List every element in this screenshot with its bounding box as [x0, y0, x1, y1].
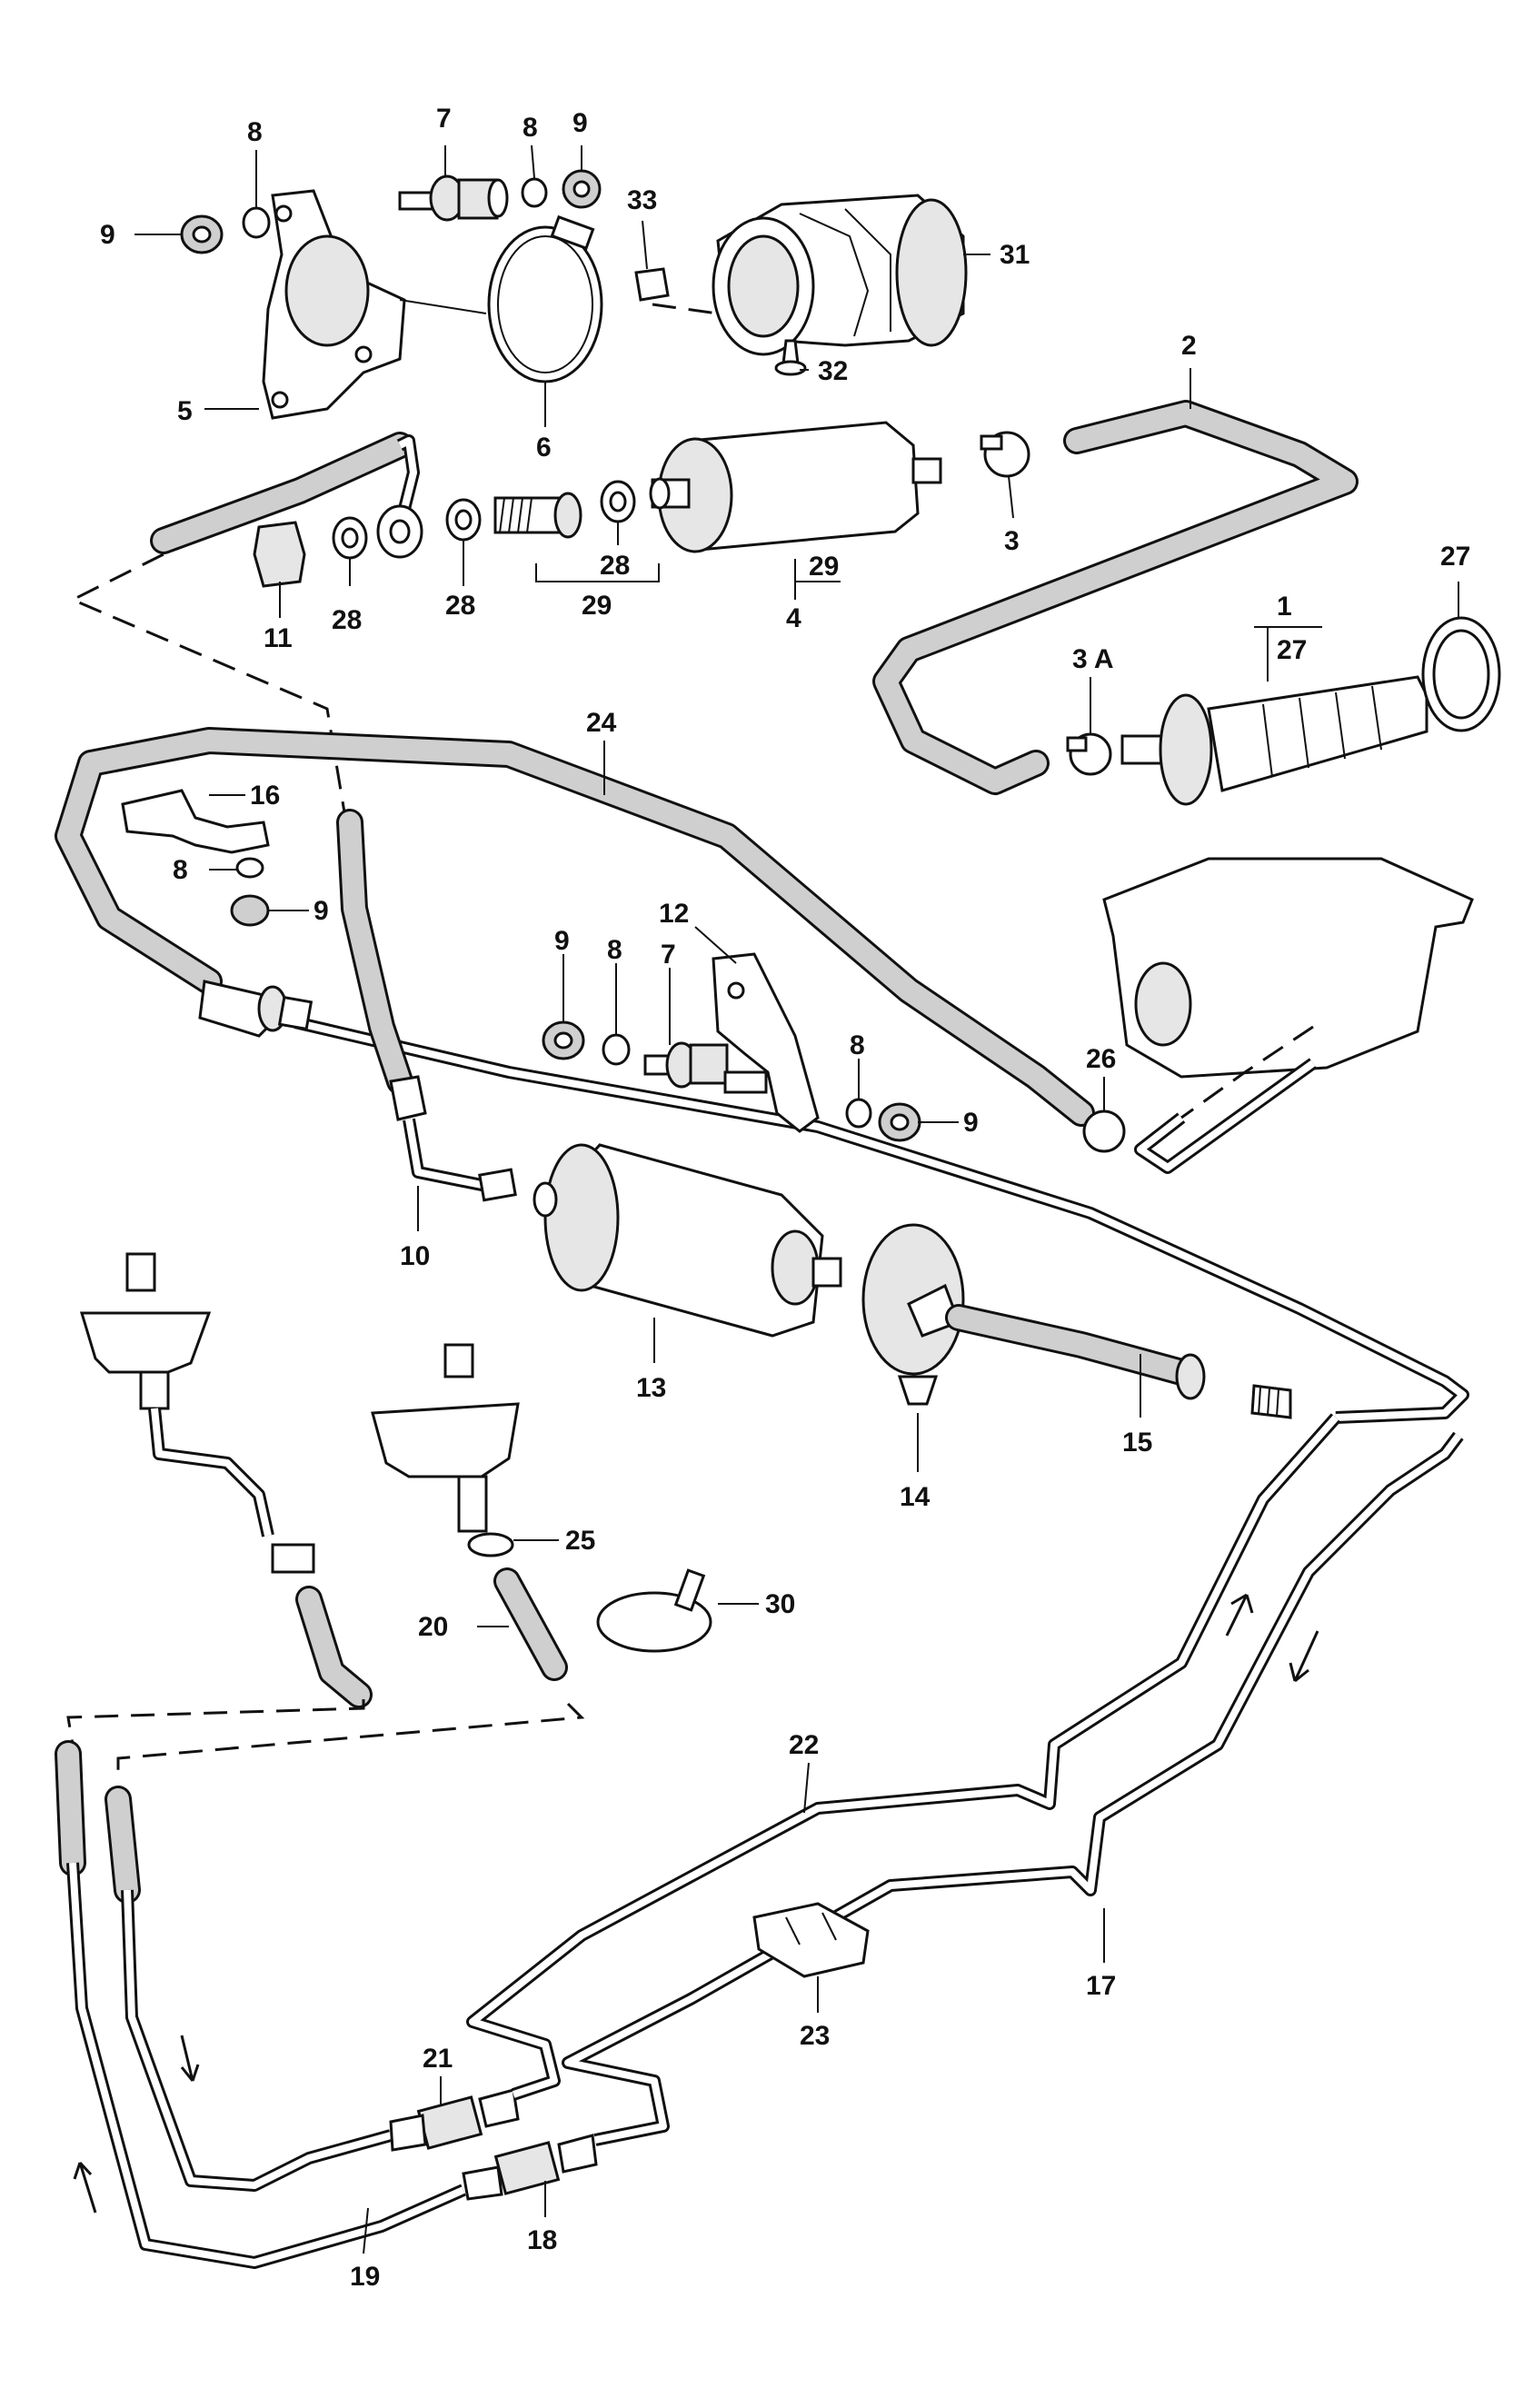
- callout-5: 5: [177, 396, 193, 426]
- screw-32: [781, 339, 800, 365]
- callout-2: 2: [1181, 331, 1197, 361]
- callout-3: 3: [1004, 526, 1020, 556]
- flow-arrow-3: [180, 2035, 200, 2082]
- return-hose-24: [55, 727, 1095, 1127]
- strainer-1: [1120, 675, 1428, 806]
- bracket-12: [712, 952, 820, 1133]
- callout-26: 26: [1086, 1044, 1116, 1074]
- callout-9: 9: [100, 220, 115, 250]
- callout-18: 18: [527, 2225, 557, 2255]
- washer-8-mid: [602, 1033, 631, 1066]
- callout-7: 7: [436, 104, 452, 134]
- pump-holder-31: [712, 194, 968, 356]
- callout-16: 16: [250, 781, 280, 811]
- callout-9: 9: [554, 926, 570, 956]
- callout-27: 27: [1440, 542, 1470, 572]
- callout-9: 9: [963, 1108, 979, 1138]
- callout-9: 9: [314, 896, 329, 926]
- callout-11: 11: [264, 623, 293, 653]
- banjo-bolt: [493, 492, 582, 539]
- callout-23: 23: [800, 2021, 830, 2051]
- clip-23: [752, 1902, 870, 1978]
- washer-8-mid-right: [845, 1098, 872, 1129]
- union-18: [493, 2141, 561, 2195]
- check-valve-14: [861, 1223, 965, 1406]
- flow-arrow-4: [73, 2161, 97, 2214]
- hose-clamp-26: [1082, 1109, 1126, 1153]
- fuel-filter-4: [649, 421, 942, 553]
- callout-9: 9: [572, 108, 588, 138]
- callout-27: 27: [1277, 635, 1307, 665]
- callout-32: 32: [818, 356, 848, 386]
- flow-arrow-1: [1225, 1593, 1254, 1637]
- callout-25: 25: [565, 1526, 595, 1556]
- callout-30: 30: [765, 1589, 795, 1619]
- callout-28: 28: [600, 551, 630, 581]
- callout-19: 19: [350, 2262, 380, 2292]
- callout-3A: 3 A: [1072, 644, 1114, 674]
- callout-24: 24: [586, 708, 617, 738]
- callout-29: 29: [582, 591, 612, 621]
- fitting-33: [634, 267, 670, 302]
- callout-4: 4: [786, 603, 801, 633]
- bracket-5-sleeve: [284, 234, 370, 347]
- rubber-mount-7-mid: [643, 1041, 768, 1094]
- callout-8: 8: [247, 117, 263, 147]
- callout-14: 14: [900, 1482, 931, 1512]
- callout-8: 8: [607, 935, 622, 965]
- washer-8-mid-left: [235, 857, 264, 879]
- callout-8: 8: [173, 855, 188, 885]
- callout-1: 1: [1277, 592, 1292, 622]
- callout-13: 13: [636, 1373, 666, 1403]
- cap-nut-11: [253, 521, 306, 588]
- rubber-mount-7-top: [398, 174, 509, 222]
- callout-22: 22: [789, 1730, 819, 1760]
- callout-33: 33: [627, 185, 657, 215]
- callout-28: 28: [332, 605, 362, 635]
- band-clamp-6: [487, 225, 603, 383]
- pressure-regulator-25: [371, 1343, 520, 1557]
- callout-21: 21: [423, 2044, 453, 2074]
- callout-20: 20: [418, 1612, 448, 1642]
- fuel-tank-swirl-pot: [1102, 857, 1474, 1119]
- callout-8: 8: [850, 1030, 865, 1060]
- fuel-pump-13: [533, 1143, 842, 1338]
- callout-29: 29: [809, 552, 839, 582]
- callout-10: 10: [400, 1241, 430, 1271]
- flow-arrow-2: [1289, 1630, 1319, 1683]
- hose-clamp-30: [596, 1591, 712, 1653]
- callout-6: 6: [536, 433, 552, 463]
- callout-labels: 8 7 8 9 33 9 31 32 5 6 2 3 11 28 28 28 2…: [100, 104, 1470, 2292]
- callout-8: 8: [523, 113, 538, 143]
- pressure-regulator-left: [79, 1252, 315, 1574]
- washer-8-top: [521, 177, 548, 208]
- callout-12: 12: [659, 899, 689, 929]
- callout-31: 31: [1000, 240, 1030, 270]
- nut-9-mid-left: [230, 894, 270, 927]
- callout-17: 17: [1086, 1971, 1116, 2001]
- clip-16: [121, 789, 270, 854]
- callout-7: 7: [661, 940, 676, 970]
- union-21: [416, 2095, 483, 2150]
- callout-28: 28: [445, 591, 475, 621]
- washer-8-top-left: [242, 206, 271, 239]
- callout-15: 15: [1122, 1428, 1152, 1458]
- leader-lines: [134, 144, 1459, 2254]
